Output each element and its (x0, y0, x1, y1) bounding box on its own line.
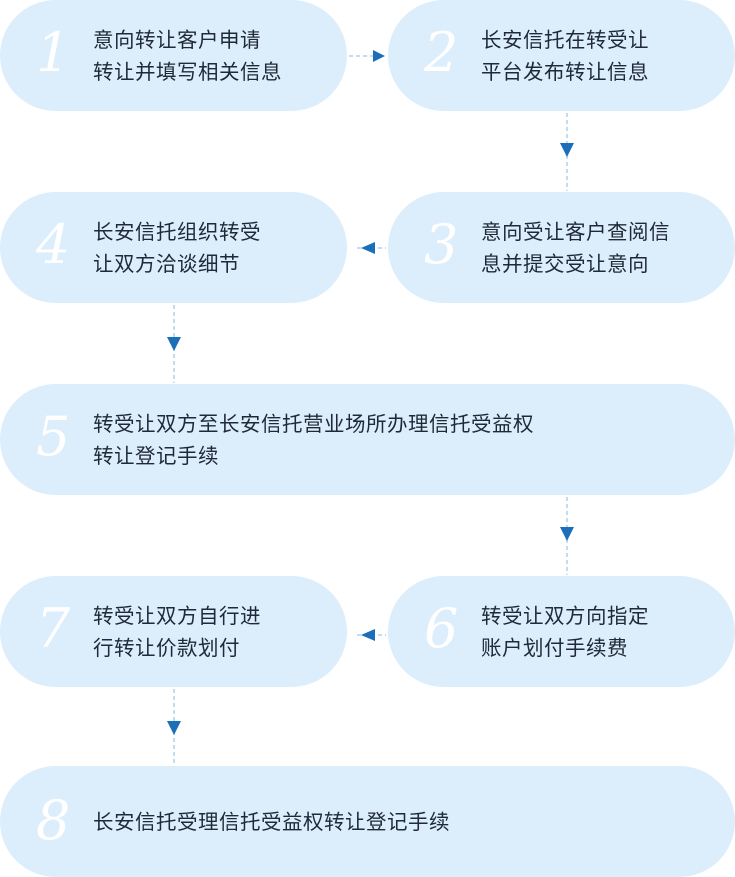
step-3-text: 意向受让客户查阅信 息并提交受让意向 (481, 216, 670, 280)
step-1-line1: 意向转让客户申请 (93, 28, 261, 52)
step-1-line2: 转让并填写相关信息 (93, 60, 282, 84)
step-3-number: 3 (424, 213, 459, 276)
step-4-line2: 让双方洽谈细节 (93, 252, 240, 276)
step-7-number: 7 (36, 597, 71, 660)
arrow-down-icon (167, 721, 181, 735)
connector-2-3 (560, 113, 574, 191)
step-3-box: 3 意向受让客户查阅信 息并提交受让意向 (388, 192, 735, 303)
step-2-line2: 平台发布转让信息 (481, 60, 649, 84)
step-1-number: 1 (36, 21, 71, 84)
step-1-box: 1 意向转让客户申请 转让并填写相关信息 (0, 0, 347, 111)
step-3-line1: 意向受让客户查阅信 (481, 220, 670, 244)
step-7-line2: 行转让价款划付 (93, 636, 240, 660)
connector-4-5 (167, 305, 181, 383)
arrow-right-icon (373, 50, 385, 62)
step-3-line2: 息并提交受让意向 (481, 252, 649, 276)
step-4-box: 4 长安信托组织转受 让双方洽谈细节 (0, 192, 347, 303)
step-4-line1: 长安信托组织转受 (93, 220, 261, 244)
step-6-box: 6 转受让双方向指定 账户划付手续费 (388, 576, 735, 687)
connector-1-2 (349, 50, 385, 62)
step-4-number: 4 (36, 213, 71, 276)
step-1-text: 意向转让客户申请 转让并填写相关信息 (93, 24, 282, 88)
step-2-number: 2 (424, 21, 459, 84)
step-7-line1: 转受让双方自行进 (93, 604, 261, 628)
step-8-line1: 长安信托受理信托受益权转让登记手续 (93, 810, 450, 834)
step-6-line2: 账户划付手续费 (481, 636, 628, 660)
arrow-down-icon (560, 143, 574, 157)
step-6-number: 6 (424, 597, 459, 660)
arrow-down-icon (167, 337, 181, 351)
connector-3-4 (357, 242, 386, 254)
arrow-left-icon (361, 242, 375, 254)
connector-6-7 (357, 629, 386, 641)
arrow-left-icon (361, 629, 375, 641)
step-5-number: 5 (36, 405, 71, 468)
step-4-text: 长安信托组织转受 让双方洽谈细节 (93, 216, 261, 280)
connector-7-8 (167, 689, 181, 765)
step-2-box: 2 长安信托在转受让 平台发布转让信息 (388, 0, 735, 111)
step-8-box: 8 长安信托受理信托受益权转让登记手续 (0, 766, 735, 877)
step-7-box: 7 转受让双方自行进 行转让价款划付 (0, 576, 347, 687)
step-8-number: 8 (36, 789, 71, 852)
step-5-line1: 转受让双方至长安信托营业场所办理信托受益权 (93, 412, 534, 436)
step-5-box: 5 转受让双方至长安信托营业场所办理信托受益权 转让登记手续 (0, 384, 735, 495)
arrow-down-icon (560, 527, 574, 541)
step-6-text: 转受让双方向指定 账户划付手续费 (481, 600, 649, 664)
step-6-line1: 转受让双方向指定 (481, 604, 649, 628)
step-2-text: 长安信托在转受让 平台发布转让信息 (481, 24, 649, 88)
connector-5-6 (560, 497, 574, 575)
step-7-text: 转受让双方自行进 行转让价款划付 (93, 600, 261, 664)
step-8-text: 长安信托受理信托受益权转让登记手续 (93, 806, 450, 838)
step-5-text: 转受让双方至长安信托营业场所办理信托受益权 转让登记手续 (93, 408, 534, 472)
step-2-line1: 长安信托在转受让 (481, 28, 649, 52)
step-5-line2: 转让登记手续 (93, 444, 219, 468)
